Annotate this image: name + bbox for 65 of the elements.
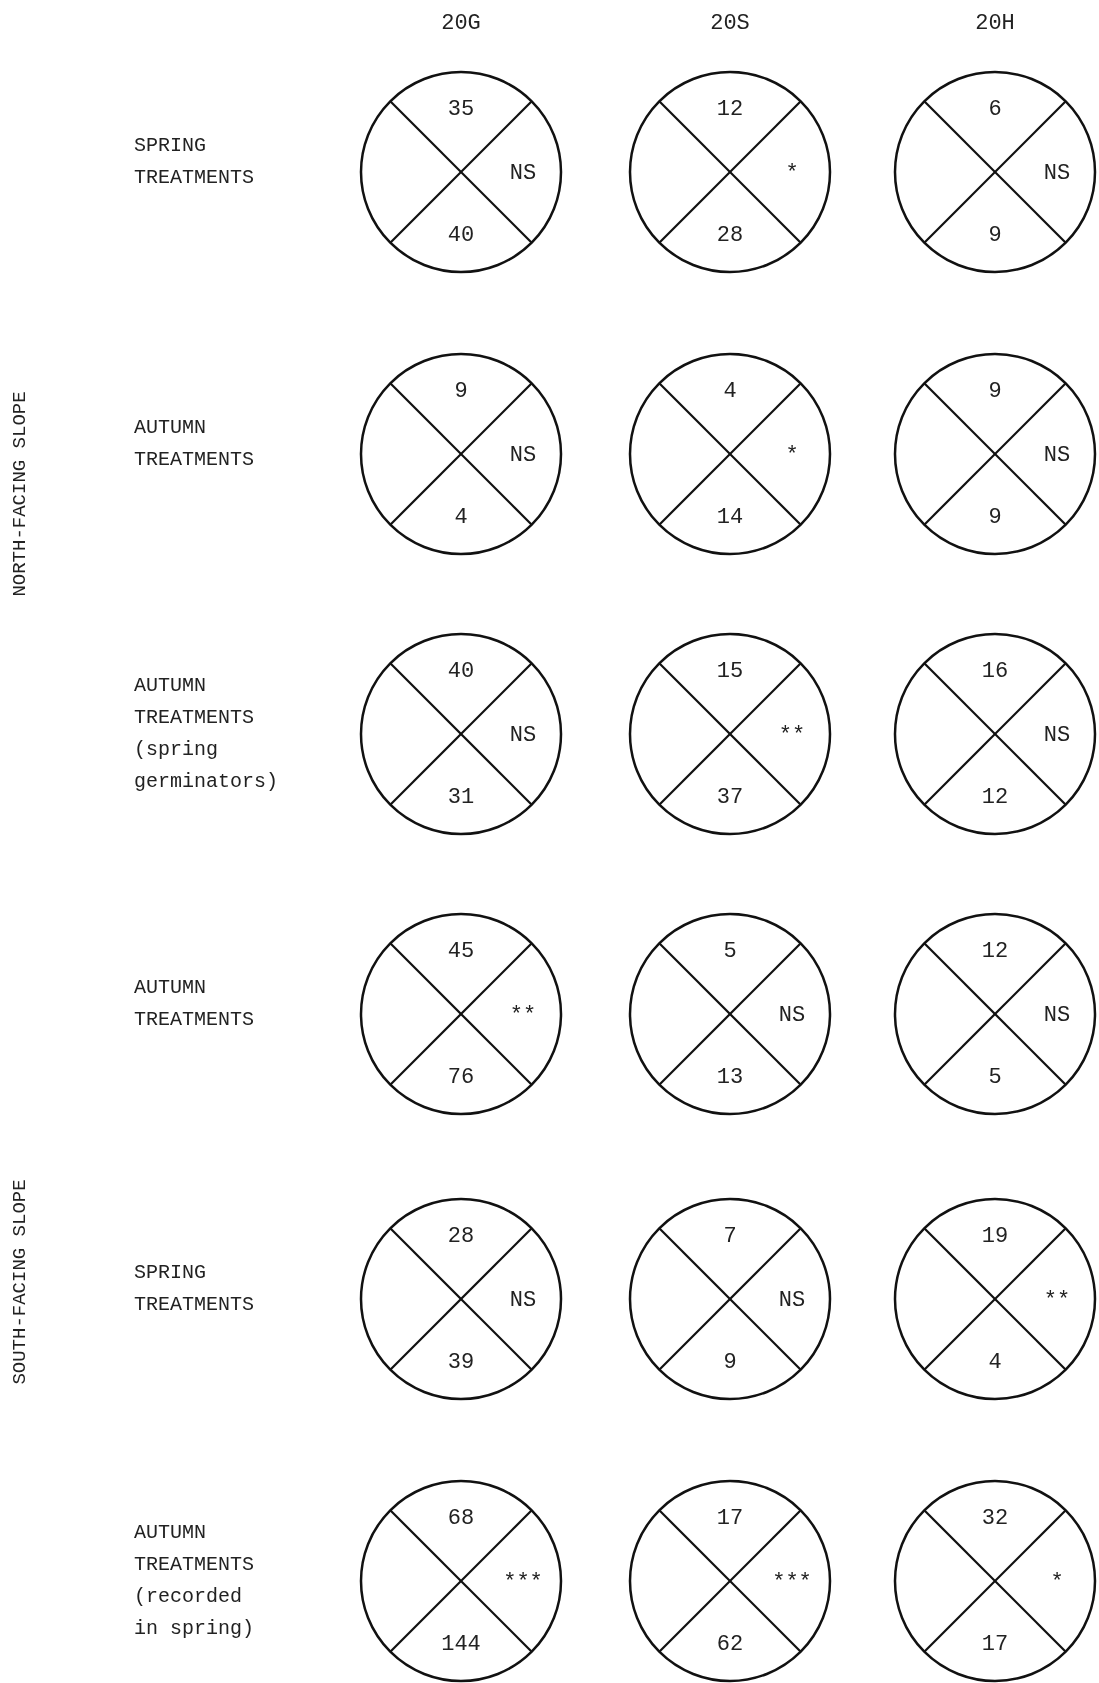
count-value: 13 xyxy=(716,1066,744,1090)
row-label: AUTUMN TREATMENTS (spring germinators) xyxy=(134,673,280,795)
row-label: AUTUMN TREATMENTS xyxy=(134,415,256,473)
count-value: 12 xyxy=(981,940,1009,964)
count-value: 39 xyxy=(447,1351,475,1375)
count-value: 28 xyxy=(716,224,744,248)
count-value: 6 xyxy=(988,98,1002,122)
row-label: AUTUMN TREATMENTS xyxy=(134,975,256,1033)
count-value: 12 xyxy=(981,786,1009,810)
significance-mark: NS xyxy=(778,1004,806,1028)
count-value: 12 xyxy=(716,98,744,122)
significance-mark: *** xyxy=(503,1571,543,1595)
row-label: AUTUMN TREATMENTS (recorded in spring) xyxy=(134,1520,256,1642)
count-value: 62 xyxy=(716,1633,744,1657)
column-header: 20S xyxy=(710,12,750,36)
side-label: NORTH-FACING SLOPE xyxy=(9,391,31,597)
side-label: SOUTH-FACING SLOPE xyxy=(9,1179,31,1385)
row-label: SPRING TREATMENTS xyxy=(134,1260,256,1318)
significance-mark: NS xyxy=(509,1289,537,1313)
significance-mark: NS xyxy=(1043,1004,1071,1028)
significance-mark: NS xyxy=(1043,444,1071,468)
count-value: 31 xyxy=(447,786,475,810)
count-value: 5 xyxy=(988,1066,1002,1090)
count-value: 19 xyxy=(981,1225,1009,1249)
count-value: 4 xyxy=(454,506,468,530)
significance-mark: NS xyxy=(778,1289,806,1313)
count-value: 4 xyxy=(723,380,737,404)
column-header: 20H xyxy=(975,12,1015,36)
significance-mark: NS xyxy=(1043,724,1071,748)
count-value: 9 xyxy=(988,380,1002,404)
significance-mark: NS xyxy=(509,724,537,748)
count-value: 32 xyxy=(981,1507,1009,1531)
count-value: 17 xyxy=(716,1507,744,1531)
significance-mark: ** xyxy=(778,724,806,748)
row-label: SPRING TREATMENTS xyxy=(134,133,256,191)
count-value: 28 xyxy=(447,1225,475,1249)
significance-mark: * xyxy=(785,444,799,468)
count-value: 16 xyxy=(981,660,1009,684)
significance-mark: * xyxy=(1050,1571,1064,1595)
count-value: 14 xyxy=(716,506,744,530)
count-value: 7 xyxy=(723,1225,737,1249)
significance-mark: ** xyxy=(509,1004,537,1028)
column-header: 20G xyxy=(441,12,481,36)
significance-mark: NS xyxy=(1043,162,1071,186)
count-value: 9 xyxy=(988,224,1002,248)
significance-mark: NS xyxy=(509,162,537,186)
count-value: 5 xyxy=(723,940,737,964)
count-value: 37 xyxy=(716,786,744,810)
count-value: 45 xyxy=(447,940,475,964)
count-value: 40 xyxy=(447,660,475,684)
count-value: 68 xyxy=(447,1507,475,1531)
count-value: 17 xyxy=(981,1633,1009,1657)
significance-mark: *** xyxy=(772,1571,812,1595)
count-value: 35 xyxy=(447,98,475,122)
count-value: 144 xyxy=(441,1633,481,1657)
count-value: 4 xyxy=(988,1351,1002,1375)
significance-mark: * xyxy=(785,162,799,186)
significance-mark: NS xyxy=(509,444,537,468)
count-value: 9 xyxy=(988,506,1002,530)
count-value: 15 xyxy=(716,660,744,684)
count-value: 9 xyxy=(723,1351,737,1375)
count-value: 40 xyxy=(447,224,475,248)
count-value: 9 xyxy=(454,380,468,404)
count-value: 76 xyxy=(447,1066,475,1090)
significance-mark: ** xyxy=(1043,1289,1071,1313)
